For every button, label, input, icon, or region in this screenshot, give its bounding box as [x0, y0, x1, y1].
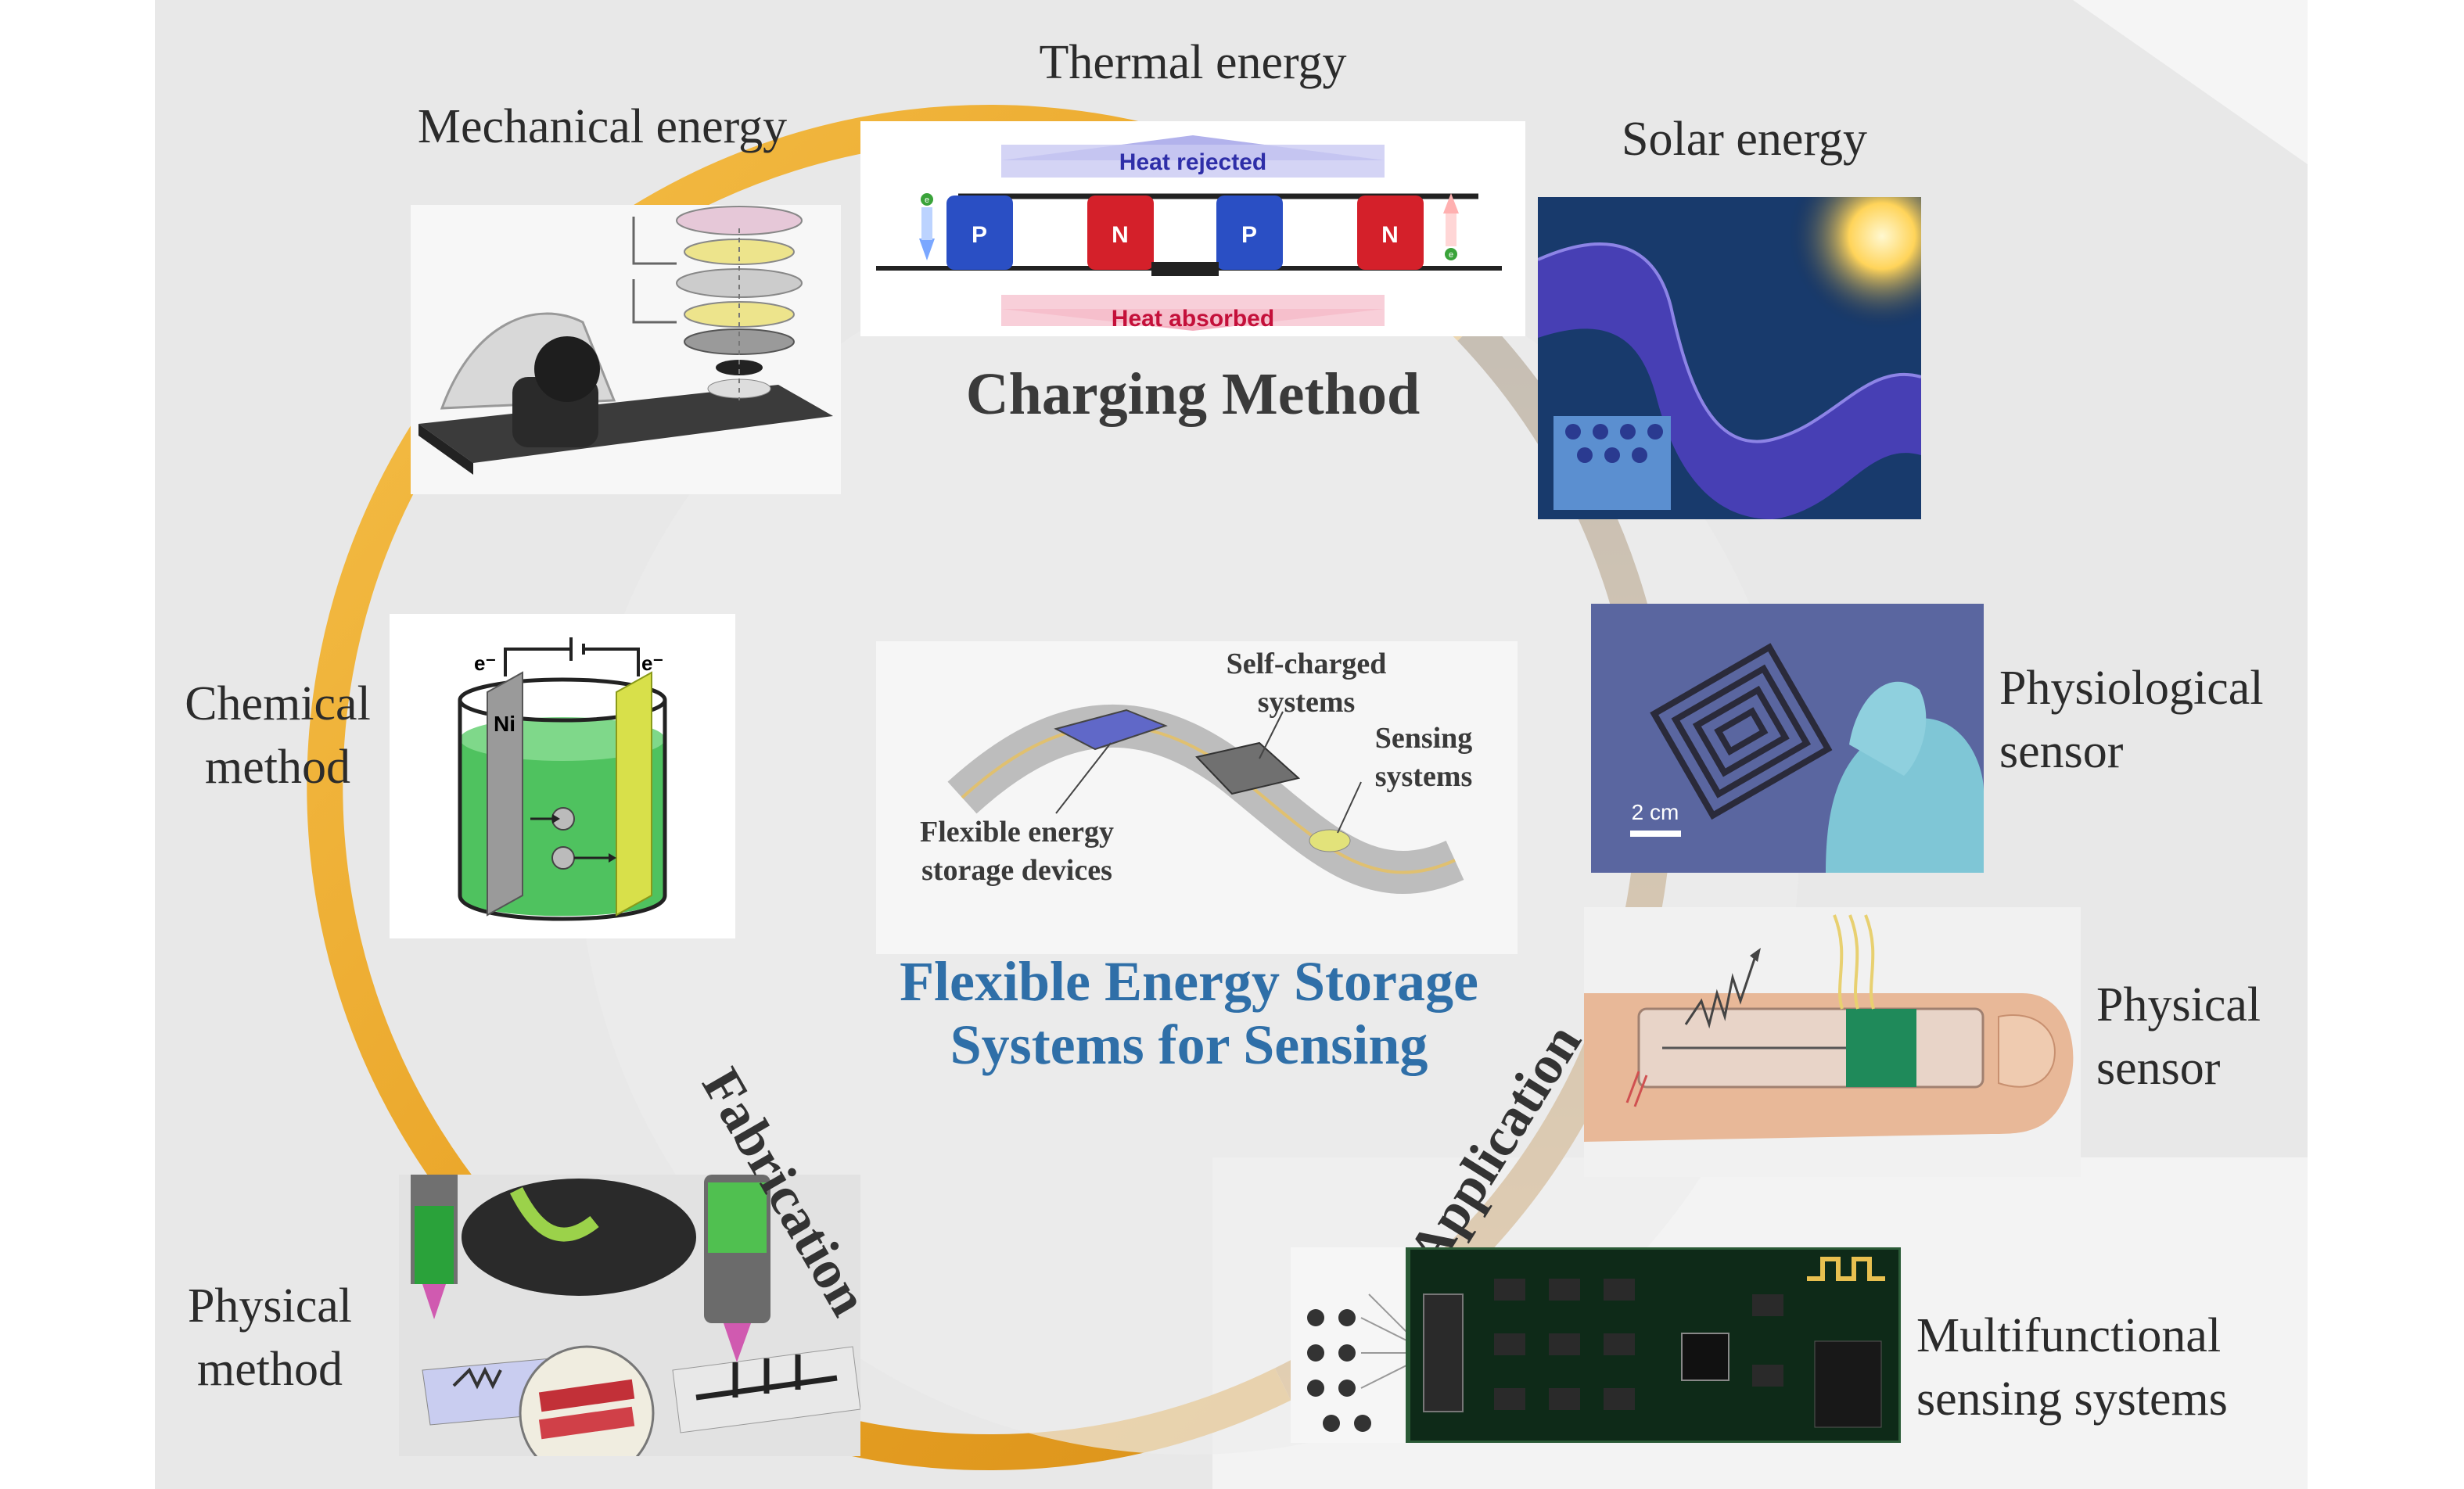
label-chemical-method: Chemical method [153, 673, 403, 798]
label-multifunctional-sensing-systems: Multifunctional sensing systems [1916, 1304, 2228, 1430]
label-physiological-line2: sensor [1999, 724, 2124, 778]
leg-label-2: N [1112, 222, 1129, 248]
carrier-arrow-left [919, 239, 935, 260]
label-physical-sensor: Physical sensor [2096, 974, 2261, 1100]
label-mechanical-energy: Mechanical energy [417, 100, 788, 153]
carrier-arrow-right [1443, 193, 1459, 213]
label-multifunctional-line2: sensing systems [1916, 1372, 2228, 1426]
label-physical-sensor-line1: Physical [2096, 978, 2261, 1032]
electron-label-left: e⁻ [474, 651, 496, 675]
self-charged-block [1195, 741, 1301, 795]
storage-device-block [1054, 709, 1168, 751]
leg-label-3: P [1241, 222, 1257, 248]
center-title-line2: Systems for Sensing [950, 1013, 1428, 1076]
label-self-charged-line1: Self-charged [1226, 648, 1387, 680]
label-self-charged-line2: systems [1257, 686, 1356, 719]
label-flexible-energy-storage-devices: Flexible energy storage devices [900, 813, 1134, 891]
printing-illustration [411, 1175, 860, 1456]
heat-rejected-label: Heat rejected [1119, 149, 1266, 175]
thermal-energy-panel: e e Heat rejected Heat absorbed P N P N [860, 121, 1525, 336]
chemical-method-panel: e⁻ e⁻ Ni [390, 614, 735, 938]
label-physical-method: Physical method [153, 1275, 387, 1401]
carrier-label-left: e [925, 196, 929, 205]
center-title: Flexible Energy Storage Systems for Sens… [845, 950, 1533, 1076]
p-leg-2 [1216, 196, 1283, 270]
label-storage-line1: Flexible energy [920, 816, 1114, 849]
electrode-label-ni: Ni [494, 712, 515, 736]
label-storage-line2: storage devices [921, 854, 1112, 888]
multifunctional-sensing-panel [1291, 1247, 1901, 1443]
electron-label-right: e⁻ [641, 651, 663, 675]
label-thermal-energy: Thermal energy [1039, 36, 1347, 89]
physiological-sensor-panel: 2 cm [1591, 604, 1984, 873]
label-physical-method-line2: method [197, 1342, 343, 1396]
leg-label-1: P [972, 222, 987, 248]
arc-title-charging-method: Charging Method [965, 361, 1421, 427]
substrate-electrode [616, 671, 652, 917]
ni-electrode [487, 671, 523, 917]
leg-label-4: N [1381, 222, 1399, 248]
carrier-label-right: e [1449, 250, 1453, 260]
solar-energy-panel [1538, 197, 1921, 519]
flexible-solar-cell-illustration [1538, 197, 1921, 519]
label-chemical-method-line2: method [205, 740, 350, 794]
sensing-block [1309, 829, 1351, 852]
label-sensing-systems: Sensing systems [1330, 719, 1518, 797]
label-physical-sensor-line2: sensor [2096, 1041, 2221, 1095]
heat-absorbed-label: Heat absorbed [1112, 306, 1274, 332]
label-physical-method-line1: Physical [187, 1279, 353, 1333]
label-physiological-sensor: Physiological sensor [1999, 657, 2264, 783]
label-solar-energy: Solar energy [1622, 113, 1867, 166]
label-sensing-line1: Sensing [1374, 722, 1473, 755]
mechanical-energy-panel [411, 205, 841, 494]
center-title-line1: Flexible Energy Storage [900, 950, 1478, 1013]
label-sensing-line2: systems [1374, 760, 1473, 794]
p-leg-1 [946, 196, 1013, 270]
skin-sensor-illustration: 2 cm [1591, 604, 1984, 873]
n-leg-1 [1087, 196, 1154, 270]
label-self-charged-systems: Self-charged systems [1189, 645, 1424, 723]
label-chemical-method-line1: Chemical [185, 677, 371, 730]
label-physiological-line1: Physiological [1999, 662, 2264, 715]
scale-bar-label: 2 cm [1632, 800, 1679, 824]
flexible-device-illustration [947, 704, 1464, 894]
thermoelectric-diagram: e e Heat rejected Heat absorbed P N P N [876, 135, 1502, 332]
center-device-panel [876, 641, 1518, 954]
light-corner-top-right [2073, 0, 2308, 164]
circuit-board-illustration [1307, 1247, 1901, 1443]
label-multifunctional-line1: Multifunctional [1916, 1309, 2222, 1362]
n-leg-2 [1357, 196, 1424, 270]
physical-sensor-panel [1584, 907, 2081, 1177]
finger-sensor-illustration [1584, 914, 2074, 1142]
mechanical-harvester-illustration [418, 206, 833, 475]
physical-method-panel [399, 1175, 860, 1456]
electrodeposition-cell-illustration: e⁻ e⁻ Ni [458, 637, 667, 921]
